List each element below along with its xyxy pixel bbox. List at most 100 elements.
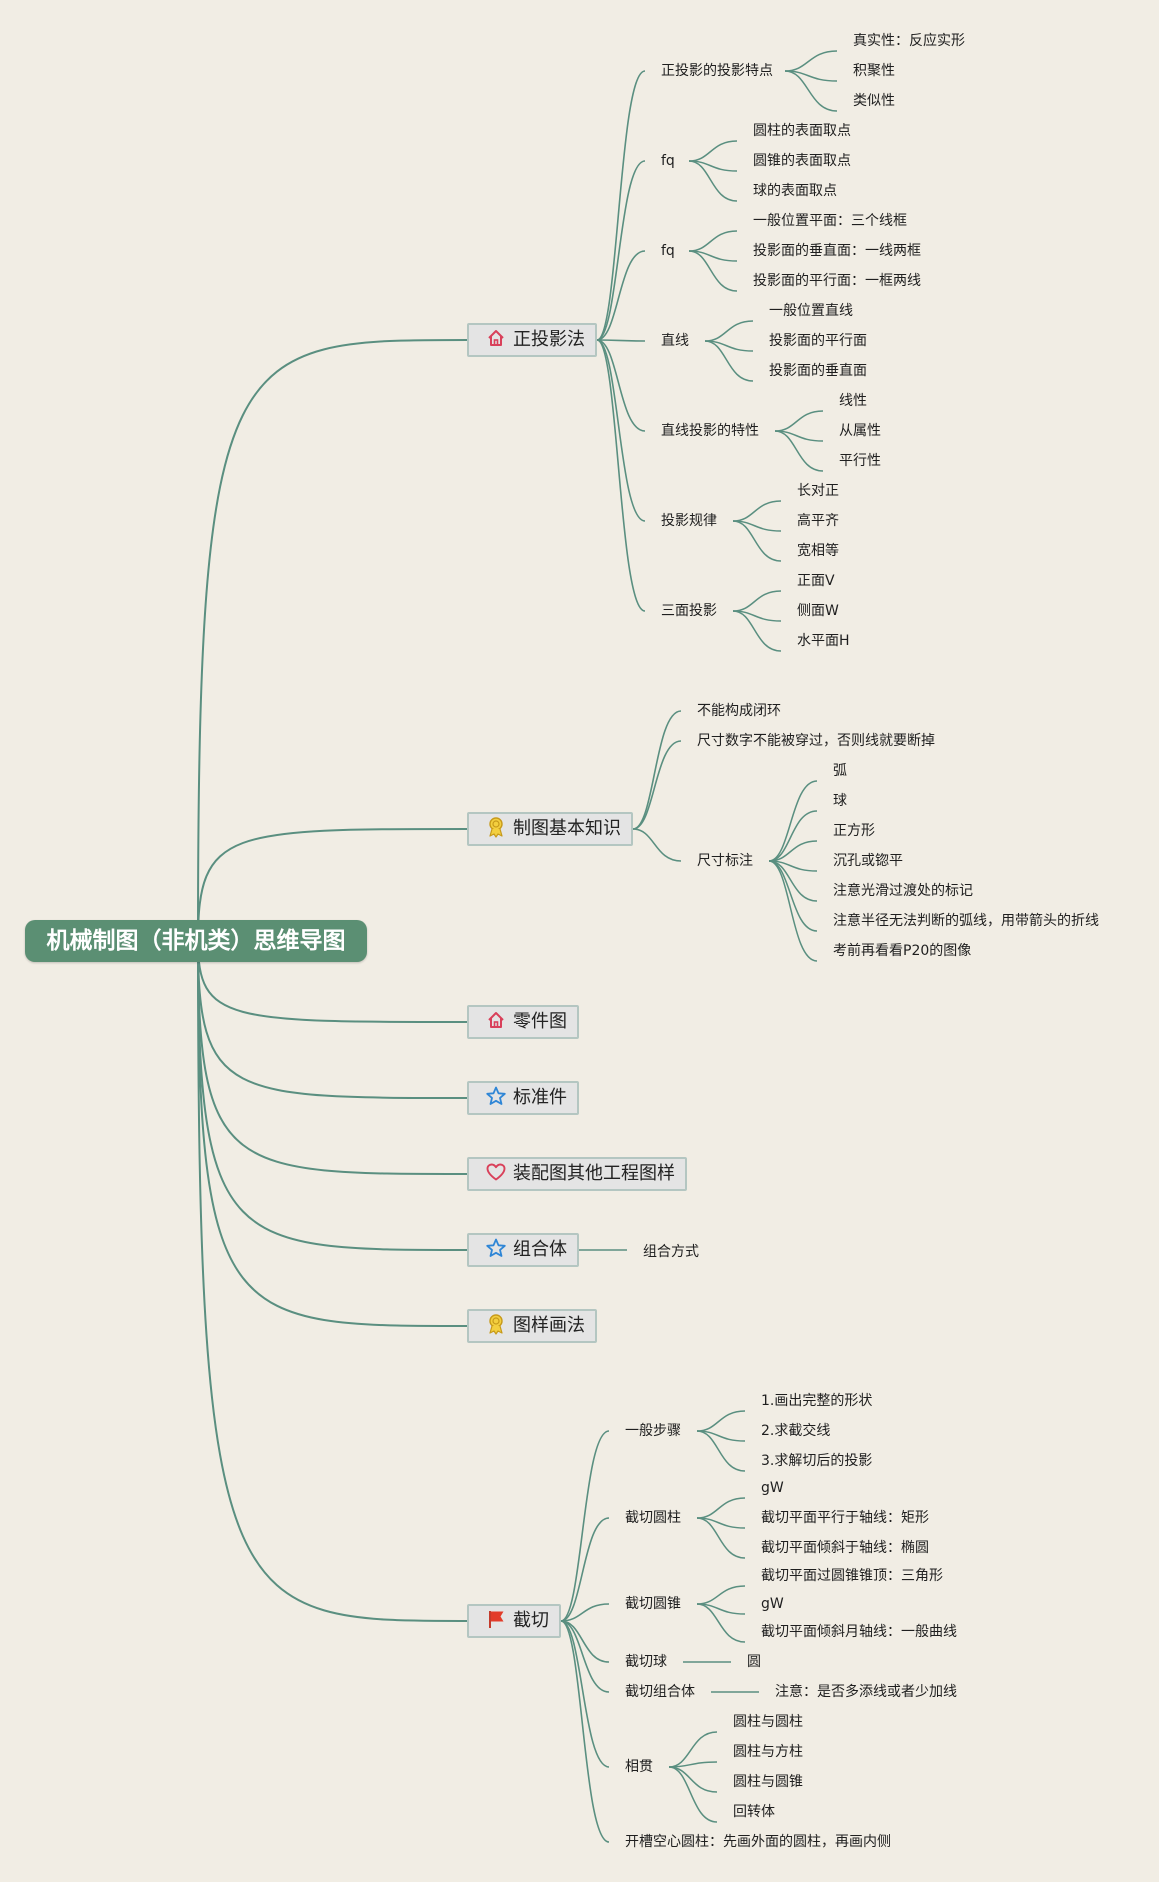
link-b2-leaf-6: [768, 860, 818, 962]
leaf-b1-c6-0[interactable]: 长对正: [797, 483, 839, 499]
branch-drawing-basics[interactable]: 制图基本知识: [467, 812, 633, 846]
topic-b2-c2[interactable]: 尺寸数字不能被穿过，否则线就要断掉: [697, 733, 935, 749]
link-b2-leaf-2: [768, 840, 818, 862]
branch-composite-body[interactable]: 组合体: [467, 1233, 579, 1267]
leaf-b2-c3-2[interactable]: 正方形: [833, 823, 875, 839]
leaf-b1-c7-1[interactable]: 侧面W: [797, 603, 839, 619]
leaf-b1-c7-0[interactable]: 正面V: [797, 573, 835, 589]
topic-b8-c4[interactable]: 截切球: [625, 1654, 667, 1670]
leaf-b1-c2-2[interactable]: 球的表面取点: [753, 183, 837, 199]
leaf-b2-c3-0[interactable]: 弧: [833, 763, 847, 779]
root-link-b8: [197, 940, 468, 1622]
leaf-b8-c6-3[interactable]: 回转体: [733, 1804, 775, 1820]
link-b8-topic-1: [560, 1517, 610, 1622]
heart-icon: [485, 1161, 507, 1183]
link-b1-3-2: [704, 340, 754, 382]
topic-b2-c1[interactable]: 不能构成闭环: [697, 703, 781, 719]
topic-b2-c3[interactable]: 尺寸标注: [697, 853, 753, 869]
leaf-b1-c2-1[interactable]: 圆锥的表面取点: [753, 153, 851, 169]
link-b8-c6-leaf-1: [668, 1761, 718, 1768]
link-b2-topic-0: [632, 710, 682, 830]
branch-part-drawing[interactable]: 零件图: [467, 1005, 579, 1039]
leaf-b1-c1-0[interactable]: 真实性：反应实形: [853, 33, 965, 49]
branch-label: 装配图其他工程图样: [513, 1163, 675, 1184]
leaf-b1-c6-1[interactable]: 高平齐: [797, 513, 839, 529]
leaf-b1-c5-0[interactable]: 线性: [839, 393, 867, 409]
topic-b8-c1[interactable]: 一般步骤: [625, 1423, 681, 1439]
topic-b1-c3[interactable]: fq: [661, 243, 675, 259]
branch-drawing-methods[interactable]: 图样画法: [467, 1309, 597, 1343]
topic-b1-c7[interactable]: 三面投影: [661, 603, 717, 619]
topic-b8-c3[interactable]: 截切圆锥: [625, 1596, 681, 1612]
topic-b8-c7[interactable]: 开槽空心圆柱：先画外面的圆柱，再画内侧: [625, 1834, 891, 1850]
link-b8-topic-4: [560, 1620, 610, 1693]
branch-orthographic-projection[interactable]: 正投影法: [467, 323, 597, 357]
leaf-b1-c3-2[interactable]: 投影面的平行面：一框两线: [753, 273, 921, 289]
branch-label: 截切: [513, 1610, 549, 1631]
link-b1-topic-5: [596, 339, 646, 522]
leaf-b2-c3-4[interactable]: 注意光滑过渡处的标记: [833, 883, 973, 899]
leaf-b8-c3-2[interactable]: 截切平面倾斜月轴线：一般曲线: [761, 1624, 957, 1640]
link-b1-topic-4: [596, 339, 646, 432]
topic-b1-c6[interactable]: 投影规律: [661, 513, 717, 529]
topic-b1-c4[interactable]: 直线: [661, 333, 689, 349]
link-b1-5-0: [732, 500, 782, 522]
link-b2-topic-1: [632, 740, 682, 830]
link-b1-0-0: [784, 50, 838, 72]
branch-label: 组合体: [513, 1239, 567, 1260]
leaf-b8-c5-0[interactable]: 注意：是否多添线或者少加线: [775, 1684, 957, 1700]
leaf-b1-c4-1[interactable]: 投影面的平行面: [769, 333, 867, 349]
topic-b8-c6[interactable]: 相贯: [625, 1759, 653, 1775]
link-b8-0-0: [696, 1410, 746, 1432]
leaf-b1-c1-2[interactable]: 类似性: [853, 93, 895, 109]
leaf-b2-c3-3[interactable]: 沉孔或锪平: [833, 853, 903, 869]
leaf-b2-c3-6[interactable]: 考前再看看P20的图像: [833, 943, 972, 959]
star-icon: [485, 1085, 507, 1107]
leaf-b8-c6-2[interactable]: 圆柱与圆锥: [733, 1774, 803, 1790]
branch-label: 正投影法: [513, 329, 585, 350]
link-b8-topic-0: [560, 1430, 610, 1622]
leaf-b8-c4-0[interactable]: 圆: [747, 1654, 761, 1670]
topic-b1-c2[interactable]: fq: [661, 153, 675, 169]
leaf-b2-c3-5[interactable]: 注意半径无法判断的弧线，用带箭头的折线: [833, 913, 1099, 929]
leaf-b1-c2-0[interactable]: 圆柱的表面取点: [753, 123, 851, 139]
branch-standard-parts[interactable]: 标准件: [467, 1081, 579, 1115]
leaf-b8-c2-1[interactable]: 截切平面平行于轴线：矩形: [761, 1510, 929, 1526]
branch-label: 制图基本知识: [513, 818, 621, 839]
leaf-b1-c4-0[interactable]: 一般位置直线: [769, 303, 853, 319]
leaf-b1-c7-2[interactable]: 水平面H: [797, 633, 850, 649]
leaf-b8-c6-1[interactable]: 圆柱与方柱: [733, 1744, 803, 1760]
leaf-b8-c1-2[interactable]: 3.求解切后的投影: [761, 1453, 873, 1469]
topic-b1-c1[interactable]: 正投影的投影特点: [661, 63, 773, 79]
branch-assembly-drawing[interactable]: 装配图其他工程图样: [467, 1157, 687, 1191]
branch-section-cut[interactable]: 截切: [467, 1604, 561, 1638]
leaf-b8-c2-0[interactable]: gW: [761, 1480, 784, 1496]
leaf-b1-c1-1[interactable]: 积聚性: [853, 63, 895, 79]
leaf-b8-c6-0[interactable]: 圆柱与圆柱: [733, 1714, 803, 1730]
leaf-b1-c6-2[interactable]: 宽相等: [797, 543, 839, 559]
link-b2-leaf-0: [768, 780, 818, 862]
leaf-b8-c2-2[interactable]: 截切平面倾斜于轴线：椭圆: [761, 1540, 929, 1556]
leaf-b8-c3-1[interactable]: gW: [761, 1596, 784, 1612]
leaf-b1-c4-2[interactable]: 投影面的垂直面: [769, 363, 867, 379]
leaf-b8-c3-0[interactable]: 截切平面过圆锥锥顶：三角形: [761, 1568, 943, 1584]
house-icon: [485, 1009, 507, 1031]
branch-label: 标准件: [513, 1087, 567, 1108]
root-topic[interactable]: 机械制图（非机类）思维导图: [25, 920, 367, 962]
topic-b8-c2[interactable]: 截切圆柱: [625, 1510, 681, 1526]
leaf-b1-c3-1[interactable]: 投影面的垂直面：一线两框: [753, 243, 921, 259]
leaf-b8-c1-0[interactable]: 1.画出完整的形状: [761, 1393, 873, 1409]
leaf-b2-c3-1[interactable]: 球: [833, 793, 847, 809]
leaf-b1-c5-2[interactable]: 平行性: [839, 453, 881, 469]
leaf-b8-c1-1[interactable]: 2.求截交线: [761, 1423, 831, 1439]
link-b1-4-0: [774, 410, 824, 432]
branch-label: 零件图: [513, 1011, 567, 1032]
link-b1-topic-1: [596, 160, 646, 341]
topic-b1-c5[interactable]: 直线投影的特性: [661, 423, 759, 439]
link-b1-topic-3: [596, 339, 646, 342]
leaf-b1-c3-0[interactable]: 一般位置平面：三个线框: [753, 213, 907, 229]
topic-b6-c1[interactable]: 组合方式: [643, 1244, 699, 1260]
link-b8-0-2: [696, 1430, 746, 1472]
leaf-b1-c5-1[interactable]: 从属性: [839, 423, 881, 439]
topic-b8-c5[interactable]: 截切组合体: [625, 1684, 695, 1700]
